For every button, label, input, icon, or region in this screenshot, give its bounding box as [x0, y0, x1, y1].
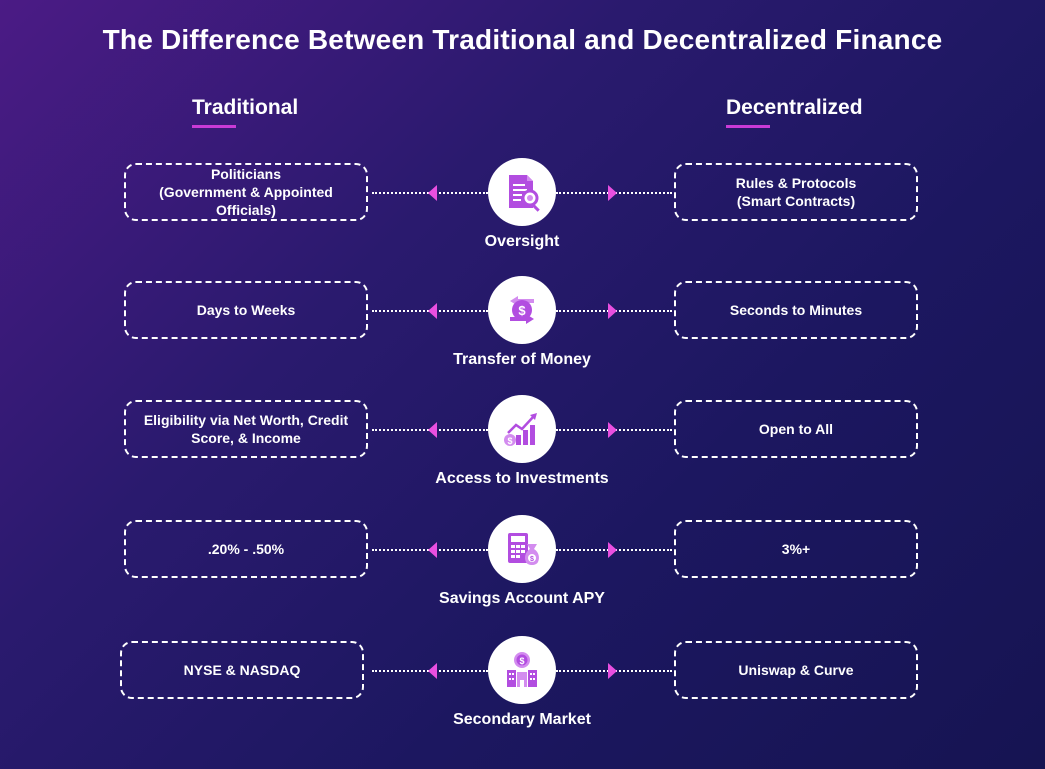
decentralized-header-label: Decentralized: [726, 96, 863, 119]
decentralized-text: 3%+: [781, 541, 811, 557]
traditional-text: .20% - .50%: [207, 541, 285, 557]
right-arrow-icon: [608, 542, 617, 558]
traditional-text: NYSE & NASDAQ: [183, 662, 301, 678]
comparison-row-transfer: Days to Weeks $ Seconds to Minutes Trans…: [0, 276, 1045, 379]
svg-text:$: $: [518, 303, 526, 318]
right-arrow-icon: [608, 422, 617, 438]
traditional-box: Days to Weeks: [124, 281, 368, 339]
traditional-box: Eligibility via Net Worth, Credit Score,…: [124, 400, 368, 458]
comparison-row-oversight: Politicians (Government & Appointed Offi…: [0, 158, 1045, 261]
decentralized-box: Uniswap & Curve: [674, 641, 918, 699]
bank-coin-icon: $: [488, 636, 556, 704]
comparison-row-savings: .20% - .50% $ 3%+ Savings Account APY: [0, 515, 1045, 618]
decentralized-column-header: Decentralized: [726, 96, 863, 128]
decentralized-text: Rules & Protocols (Smart Contracts): [735, 175, 857, 209]
traditional-text: Days to Weeks: [196, 302, 296, 318]
calculator-moneybag-icon: $: [488, 515, 556, 583]
row-label: Savings Account APY: [439, 590, 605, 607]
traditional-box: NYSE & NASDAQ: [120, 641, 364, 699]
traditional-box: Politicians (Government & Appointed Offi…: [124, 163, 368, 221]
svg-text:$: $: [519, 656, 524, 666]
traditional-column-header: Traditional: [192, 96, 299, 128]
traditional-text: Eligibility via Net Worth, Credit Score,…: [143, 412, 349, 446]
decentralized-box: Rules & Protocols (Smart Contracts): [674, 163, 918, 221]
page-title: The Difference Between Traditional and D…: [102, 24, 943, 55]
traditional-text: Politicians (Government & Appointed Offi…: [159, 166, 333, 218]
left-arrow-icon: [428, 185, 437, 201]
svg-text:$: $: [507, 436, 512, 446]
traditional-header-underline: [192, 125, 236, 128]
left-arrow-icon: [428, 422, 437, 438]
decentralized-box: 3%+: [674, 520, 918, 578]
right-arrow-icon: [608, 663, 617, 679]
left-arrow-icon: [428, 303, 437, 319]
growth-chart-icon: $: [488, 395, 556, 463]
decentralized-text: Uniswap & Curve: [738, 662, 854, 678]
left-arrow-icon: [428, 542, 437, 558]
right-arrow-icon: [608, 303, 617, 319]
decentralized-text: Open to All: [758, 421, 834, 437]
decentralized-box: Seconds to Minutes: [674, 281, 918, 339]
svg-text:$: $: [530, 556, 534, 563]
decentralized-box: Open to All: [674, 400, 918, 458]
right-arrow-icon: [608, 185, 617, 201]
row-label: Oversight: [484, 233, 560, 250]
row-label: Secondary Market: [453, 711, 591, 728]
decentralized-header-underline: [726, 125, 770, 128]
traditional-header-label: Traditional: [192, 96, 299, 119]
money-transfer-icon: $: [488, 276, 556, 344]
decentralized-text: Seconds to Minutes: [729, 302, 863, 318]
comparison-row-investments: Eligibility via Net Worth, Credit Score,…: [0, 395, 1045, 498]
row-label: Access to Investments: [435, 470, 609, 487]
comparison-row-secondary-market: NYSE & NASDAQ $ Uniswap & Curve Secondar…: [0, 636, 1045, 739]
document-search-icon: [488, 158, 556, 226]
traditional-box: .20% - .50%: [124, 520, 368, 578]
left-arrow-icon: [428, 663, 437, 679]
row-label: Transfer of Money: [453, 351, 591, 368]
